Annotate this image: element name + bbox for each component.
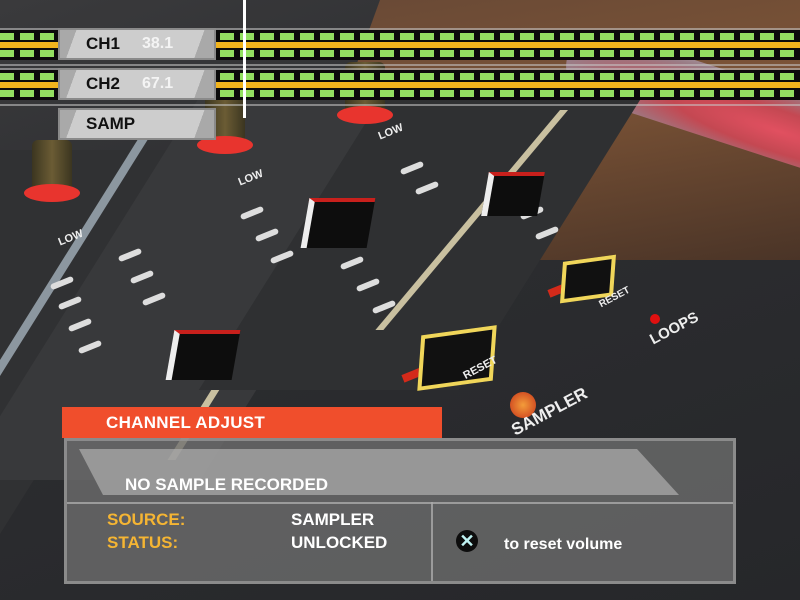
- divider: [431, 502, 433, 581]
- channel-tag-ch1[interactable]: CH1 38.1: [58, 28, 216, 60]
- channel-fader-3[interactable]: [481, 172, 545, 216]
- status-label: STATUS:: [107, 533, 179, 552]
- eq-knob[interactable]: [24, 140, 80, 202]
- source-label: SOURCE:: [107, 510, 186, 529]
- cross-button-icon[interactable]: ✕: [456, 530, 478, 552]
- dialog-title-bar: CHANNEL ADJUST: [62, 407, 442, 438]
- meter-needle: [243, 0, 246, 118]
- source-value: SAMPLER: [291, 510, 375, 529]
- loops-led: [650, 314, 660, 324]
- level-meter-frame-ch1: [0, 28, 800, 66]
- status-value: UNLOCKED: [291, 533, 388, 552]
- channel-fader-1[interactable]: [165, 330, 241, 380]
- channel-value: 67.1: [142, 75, 174, 92]
- channel-tag-ch2[interactable]: CH2 67.1: [58, 68, 216, 100]
- level-meter-frame-ch2: [0, 68, 800, 106]
- channel-name: SAMP: [86, 114, 136, 133]
- dialog-title: CHANNEL ADJUST: [106, 413, 266, 432]
- channel-name: CH2: [86, 74, 121, 93]
- sampler-led: [510, 392, 536, 418]
- channel-name: CH1: [86, 34, 121, 53]
- channel-value: 38.1: [142, 35, 174, 52]
- divider: [67, 502, 733, 504]
- channel-adjust-dialog: NO SAMPLE RECORDED SOURCE: SAMPLER STATU…: [64, 438, 736, 584]
- reset-volume-hint: to reset volume: [504, 536, 623, 553]
- channel-fader-2[interactable]: [300, 198, 376, 248]
- channel-tag-samp[interactable]: SAMP: [58, 108, 216, 140]
- message-banner: [79, 449, 679, 495]
- dialog-message: NO SAMPLE RECORDED: [125, 475, 329, 494]
